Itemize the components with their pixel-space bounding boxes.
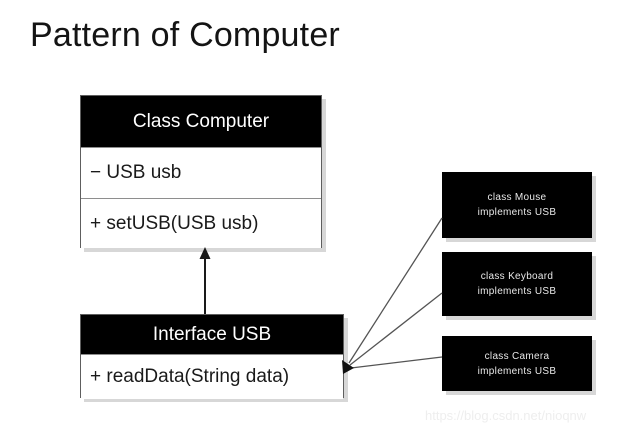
impl-box-camera[interactable]: class Camera implements USB xyxy=(442,336,592,391)
impl-box-keyboard-line2: implements USB xyxy=(477,286,557,297)
class-box-computer[interactable]: Class Computer − USB usb + setUSB(USB us… xyxy=(80,95,322,248)
class-box-computer-attribute: − USB usb xyxy=(81,148,321,198)
class-box-computer-method: + setUSB(USB usb) xyxy=(81,198,321,248)
impl-box-mouse-line1: class Mouse xyxy=(487,192,547,203)
connector-keyboard-to-usb xyxy=(349,292,443,366)
class-box-interface-usb[interactable]: Interface USB + readData(String data) xyxy=(80,314,344,399)
class-box-interface-usb-header: Interface USB xyxy=(81,315,343,354)
impl-box-keyboard-line1: class Keyboard xyxy=(480,271,554,282)
class-box-interface-usb-method: + readData(String data) xyxy=(81,355,343,399)
impl-box-mouse-line2: implements USB xyxy=(477,207,557,218)
impl-box-mouse[interactable]: class Mouse implements USB xyxy=(442,172,592,238)
page-title: Pattern of Computer xyxy=(30,16,340,54)
class-box-computer-header: Class Computer xyxy=(81,96,321,147)
class-box-computer-compartments: − USB usb + setUSB(USB usb) xyxy=(81,147,321,248)
impl-box-keyboard[interactable]: class Keyboard implements USB xyxy=(442,252,592,316)
impl-box-camera-line2: implements USB xyxy=(477,365,557,377)
watermark: https://blog.csdn.net/nioqnw xyxy=(425,408,587,423)
connector-mouse-to-usb xyxy=(348,217,443,364)
connector-camera-to-usb xyxy=(350,356,443,369)
class-box-interface-usb-compartments: + readData(String data) xyxy=(81,354,343,399)
connector-usb-to-computer xyxy=(199,247,211,314)
impl-box-camera-line1: class Camera xyxy=(484,350,550,362)
